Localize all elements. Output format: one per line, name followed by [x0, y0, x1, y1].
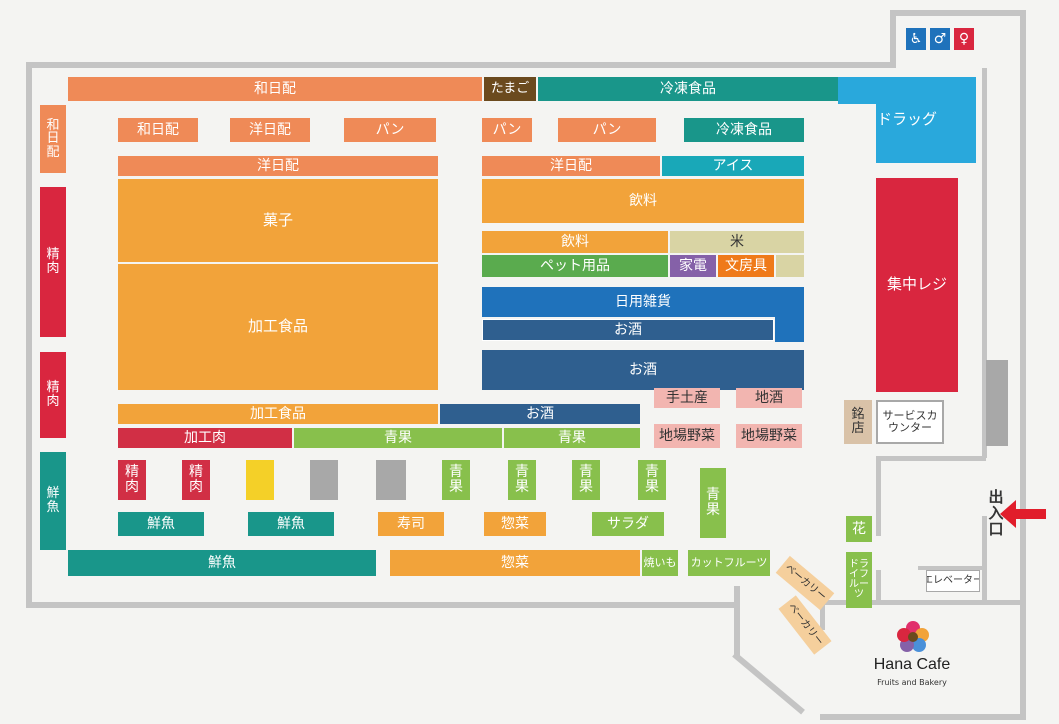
- section-kako-shokuhin: 加工食品: [118, 264, 438, 390]
- section-wanippai-top: 和日配: [68, 77, 482, 101]
- section-sengyo-bottom: 鮮魚: [68, 550, 376, 576]
- section-seiniku-3: 精肉: [118, 460, 146, 500]
- section-drug-notch: [838, 104, 876, 164]
- section-osake-2: お酒: [482, 350, 804, 390]
- section-salad: サラダ: [592, 512, 664, 536]
- section-jiba-yasai-2: 地場野菜: [736, 424, 802, 448]
- section-pet: ペット用品: [482, 255, 668, 277]
- section-reito-top: 冷凍食品: [538, 77, 838, 101]
- section-nichiyo-filler: [775, 317, 804, 342]
- section-seika-5: 青果: [700, 468, 726, 538]
- section-pan-3: パン: [558, 118, 656, 142]
- section-inryo-1: 飲料: [482, 179, 804, 223]
- man-icon: ♂: [930, 28, 950, 50]
- section-sengyo-1: 鮮魚: [118, 512, 204, 536]
- section-service-counter: サービスカウンター: [876, 400, 944, 444]
- section-wanippai-aisle: 和日配: [118, 118, 198, 142]
- section-younippai-left: 洋日配: [118, 156, 438, 176]
- outer-wall-right: [1020, 10, 1026, 720]
- inner-wall-right-bottom: [982, 516, 987, 602]
- inner-wall-lower-right: [876, 570, 881, 602]
- pillar-gray: [986, 360, 1008, 446]
- section-sengyo-2: 鮮魚: [248, 512, 334, 536]
- section-younippai-aisle: 洋日配: [230, 118, 310, 142]
- section-jizake: 地酒: [736, 388, 802, 408]
- section-reito-aisle: 冷凍食品: [684, 118, 804, 142]
- section-kakoniku: 加工肉: [118, 428, 292, 448]
- inner-wall-cafe: [820, 600, 1022, 605]
- inner-wall-entry: [876, 456, 986, 461]
- section-osake-1: お酒: [482, 319, 774, 341]
- section-seiniku-1: 精肉: [40, 187, 66, 337]
- section-kome: 米: [670, 231, 804, 253]
- outer-wall-top-right-step: [890, 10, 896, 68]
- section-entrance: 出入口: [988, 488, 1004, 538]
- inner-wall-right-top: [982, 68, 987, 458]
- woman-icon: ♀: [954, 28, 974, 50]
- section-seika-4: 青果: [638, 460, 666, 500]
- section-kashi: 菓子: [118, 179, 438, 262]
- section-pan-2: パン: [482, 118, 532, 142]
- hana-cafe-tagline: Fruits and Bakery: [877, 678, 947, 687]
- section-cut-fruits: カットフルーツ: [688, 550, 770, 576]
- section-seika-row-1: 青果: [294, 428, 502, 448]
- inner-wall-elevator: [918, 566, 984, 570]
- section-seika-row-2: 青果: [504, 428, 640, 448]
- section-kome-filler: [776, 255, 804, 277]
- section-sozai-1: 惣菜: [484, 512, 546, 536]
- counter-gray-1: [310, 460, 338, 500]
- section-younippai-mid: 洋日配: [482, 156, 660, 176]
- section-tamago: たまご: [484, 77, 536, 101]
- section-seika-2: 青果: [508, 460, 536, 500]
- section-ice: アイス: [662, 156, 804, 176]
- section-yakiimo: 焼いも: [642, 550, 678, 576]
- section-jiba-yasai-1: 地場野菜: [654, 424, 720, 448]
- section-bakery-1: ベーカリー: [775, 555, 835, 611]
- section-miyage: 手土産: [654, 388, 720, 408]
- section-shuchu-register: 集中レジ: [876, 178, 958, 392]
- section-hana: 花: [846, 516, 872, 542]
- hana-cafe-logo-icon: [896, 620, 930, 654]
- section-kako-shokuhin-row: 加工食品: [118, 404, 438, 424]
- inner-wall-cafe-v: [820, 600, 825, 630]
- section-meiten: 銘店: [844, 400, 872, 444]
- section-seiniku-4: 精肉: [182, 460, 210, 500]
- wheelchair-icon: ♿: [906, 28, 926, 50]
- section-inryo-2: 飲料: [482, 231, 668, 253]
- entrance-arrow-icon: [1000, 500, 1048, 528]
- section-sengyo-side: 鮮魚: [40, 452, 66, 550]
- outer-wall-bottom-diagonal: [732, 652, 805, 715]
- counter-yellow: [246, 460, 274, 500]
- section-wanippai-side: 和日配: [40, 105, 66, 173]
- inner-wall-entry-v: [876, 456, 881, 536]
- section-bunbogu: 文房具: [718, 255, 774, 277]
- section-osake-3: お酒: [440, 404, 640, 424]
- section-seika-3: 青果: [572, 460, 600, 500]
- section-sozai-bottom: 惣菜: [390, 550, 640, 576]
- outer-wall-left: [26, 62, 32, 608]
- counter-gray-2: [376, 460, 406, 500]
- outer-wall-top: [26, 62, 894, 68]
- section-kaden: 家電: [670, 255, 716, 277]
- outer-wall-bottom-step: [734, 586, 740, 656]
- outer-wall-bottom-left: [26, 602, 738, 608]
- section-dry-fruits: ドライフルーツ: [846, 552, 872, 608]
- section-sushi: 寿司: [378, 512, 444, 536]
- section-seika-1: 青果: [442, 460, 470, 500]
- section-seiniku-2: 精肉: [40, 352, 66, 438]
- section-pan-1: パン: [344, 118, 436, 142]
- outer-wall-bottom-right: [820, 714, 1026, 720]
- section-elevator: エレベーター: [926, 570, 980, 592]
- hana-cafe-name: Hana Cafe: [873, 656, 951, 673]
- outer-wall-top-right: [890, 10, 1026, 16]
- section-nichiyo: 日用雑貨: [482, 287, 804, 317]
